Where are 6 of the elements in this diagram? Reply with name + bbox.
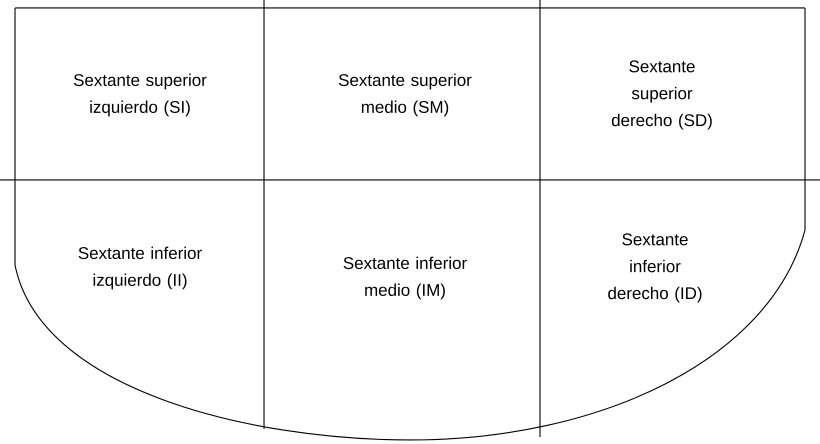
sextant-label: Sextante superior medio (SM)	[338, 74, 472, 116]
sextant-label: Sextante inferior derecho (ID)	[608, 233, 702, 303]
sextant-label: Sextante superior izquierdo (SI)	[74, 74, 207, 116]
sextant-label: Sextante inferior izquierdo (II)	[78, 246, 202, 290]
sextant-label: Sextante inferior medio (IM)	[344, 256, 467, 300]
sextant-label: Sextante superior derecho (SD)	[612, 60, 712, 130]
